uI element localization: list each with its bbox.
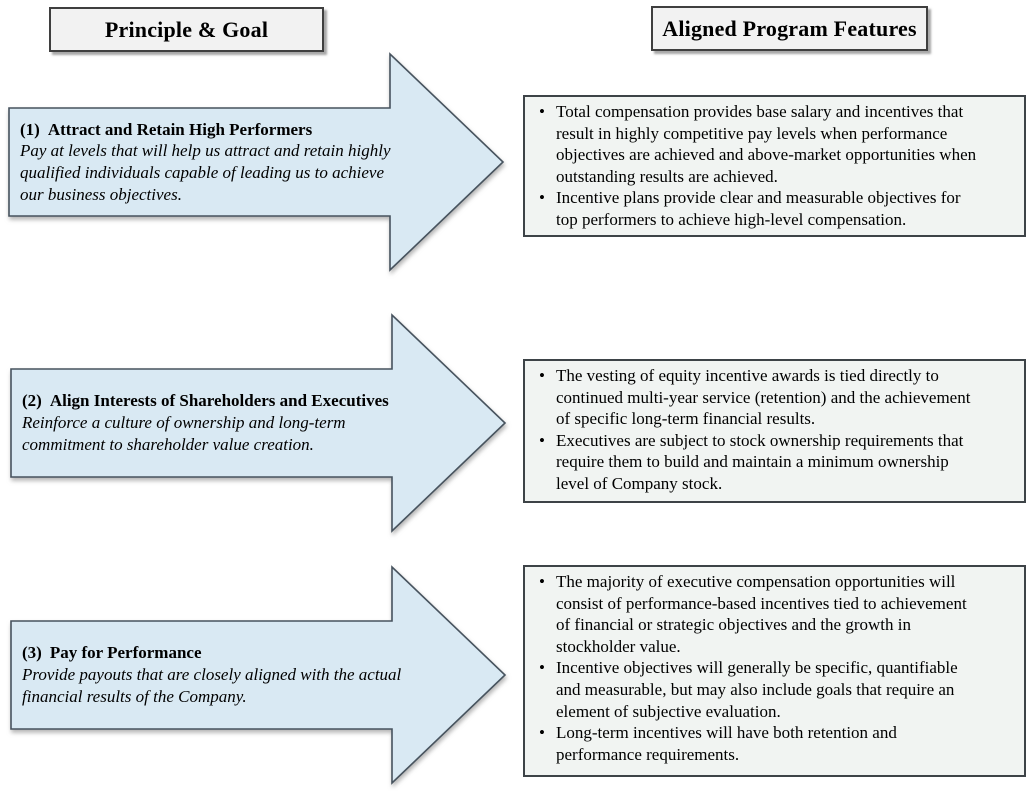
feature-bullet-item: The vesting of equity incentive awards i… [525,365,1018,430]
feature-bullet-item: Incentive plans provide clear and measur… [525,187,1018,230]
feature-bullet-item: Incentive objectives will generally be s… [525,657,1018,722]
feature-bullet-item: Long-term incentives will have both rete… [525,722,1018,765]
principle-2-goal: Reinforce a culture of ownership and lon… [22,413,346,454]
principle-1-goal: Pay at levels that will help us attract … [20,141,391,204]
principle-arrow-1: (1) Attract and Retain High Performers Pa… [8,52,505,272]
principle-arrow-3: (3) Pay for Performance Provide payouts t… [10,565,507,785]
principle-goal-header-label: Principle & Goal [104,16,269,42]
principle-3-goal: Provide payouts that are closely aligned… [22,665,402,706]
principle-2-title: (2) Align Interests of Shareholders and E… [22,390,434,412]
features-list-3: The majority of executive compensation o… [525,571,1018,765]
features-box-3: The majority of executive compensation o… [523,565,1026,777]
right-arrow-icon [10,313,507,533]
principle-3-title-text: Pay for Performance [49,643,202,663]
aligned-program-features-header: Aligned Program Features [651,6,928,51]
principle-goal-header: Principle & Goal [49,7,324,52]
aligned-program-features-header-label: Aligned Program Features [662,15,917,41]
principle-1-number: (1) [20,119,40,139]
principle-2-number: (2) [22,391,42,411]
principle-arrow-2: (2) Align Interests of Shareholders and E… [10,313,507,533]
features-list-2: The vesting of equity incentive awards i… [525,365,1018,495]
features-list-1: Total compensation provides base salary … [525,101,1018,231]
arrow-shape [10,565,507,785]
right-arrow-icon [8,52,505,272]
feature-bullet-item: The majority of executive compensation o… [525,571,1018,657]
principle-3-number: (3) [22,643,42,663]
principle-1-title: (1) Attract and Retain High Performers [20,119,432,141]
features-box-1: Total compensation provides base salary … [523,95,1026,237]
principle-2-text: (2) Align Interests of Shareholders and E… [22,369,434,477]
arrow-shape [10,313,507,533]
principle-1-title-text: Attract and Retain High Performers [47,119,313,139]
feature-bullet-item: Total compensation provides base salary … [525,101,1018,187]
features-box-2: The vesting of equity incentive awards i… [523,359,1026,503]
principle-3-text: (3) Pay for Performance Provide payouts t… [22,621,434,729]
principle-1-text: (1) Attract and Retain High Performers Pa… [20,108,432,216]
principle-3-title: (3) Pay for Performance [22,642,434,664]
arrow-shape [8,52,505,272]
right-arrow-icon [10,565,507,785]
principle-2-title-text: Align Interests of Shareholders and Exec… [49,391,389,411]
feature-bullet-item: Executives are subject to stock ownershi… [525,430,1018,495]
